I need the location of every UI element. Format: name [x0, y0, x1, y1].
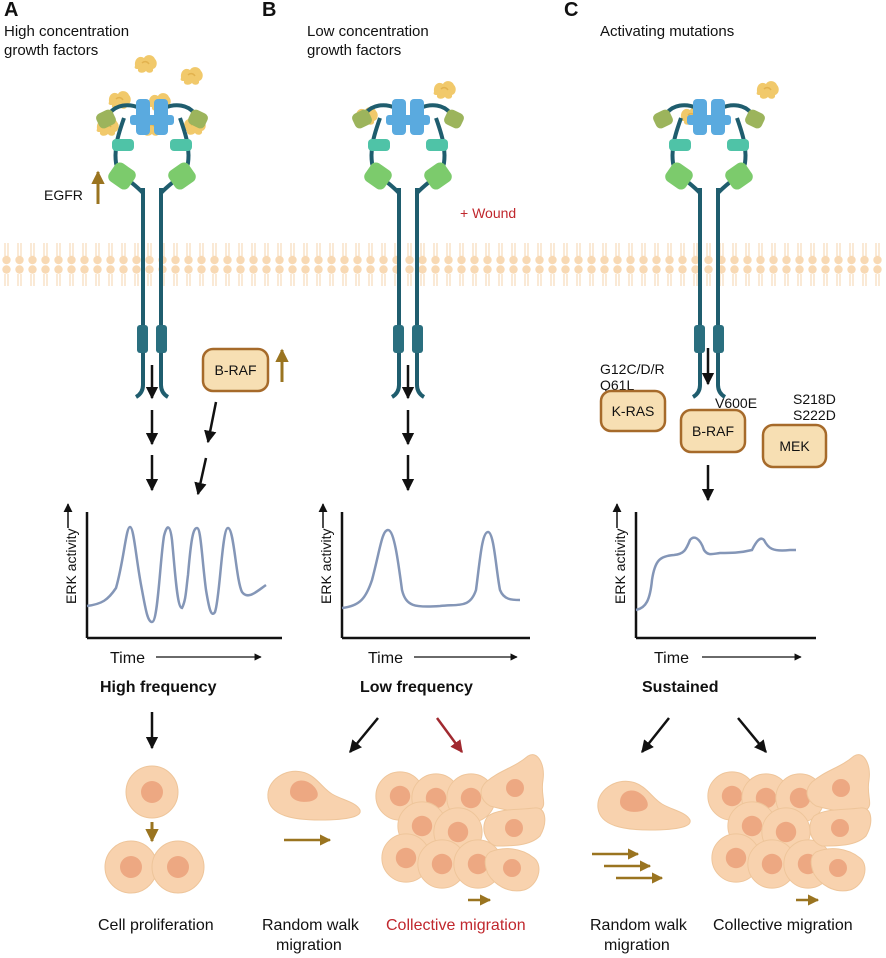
panel-c-letter: C	[564, 0, 578, 21]
outcome-c-left-line1: Random walk	[590, 917, 688, 934]
erk-signal-low-frequency	[341, 528, 521, 610]
kras-mutation-line2: Q61L	[600, 377, 634, 393]
time-label-c: Time	[654, 650, 689, 667]
cascade-arrows-a	[145, 365, 218, 496]
sustained-label: Sustained	[642, 679, 718, 696]
time-label-a: Time	[110, 650, 145, 667]
mek-mutation-line1: S218D	[793, 391, 836, 407]
outcome-a: Cell proliferation	[98, 917, 214, 934]
proliferating-cells	[104, 765, 205, 894]
time-label-b: Time	[368, 650, 403, 667]
braf-box-a: B-RAF	[201, 347, 270, 393]
outcome-arrow-b-right	[435, 717, 464, 754]
braf-mutation: V600E	[715, 395, 757, 411]
erk-signal-high-frequency	[86, 525, 267, 624]
panel-a-letter: A	[4, 0, 18, 21]
cell-membrane	[0, 237, 886, 291]
svg-text:B-RAF: B-RAF	[215, 362, 257, 378]
random-walk-cell-b	[267, 770, 361, 846]
erk-plot-b: ERK activity Time Low frequency	[318, 503, 530, 696]
erk-y-label-c: ERK activity	[612, 529, 628, 604]
outcome-arrow-b-left	[349, 717, 379, 753]
mek-mutation-line2: S222D	[793, 407, 836, 423]
outcome-b-left-line1: Random walk	[262, 917, 360, 934]
panel-c: C Activating mutations G12C/D/R Q61L K-R…	[564, 0, 872, 954]
erk-plot-a: ERK activity Time High frequency	[63, 503, 282, 696]
svg-text:B-RAF: B-RAF	[692, 423, 734, 439]
outcome-c-left-line2: migration	[604, 937, 670, 954]
erk-plot-c: ERK activity Time Sustained	[612, 503, 816, 696]
mek-box: MEK	[761, 423, 828, 469]
outcome-arrow-c-left	[641, 717, 670, 753]
braf-box-c: B-RAF	[679, 408, 747, 454]
panel-a-heading-line2: growth factors	[4, 42, 98, 59]
outcome-b-right: Collective migration	[386, 917, 526, 934]
random-walk-cell-c	[592, 780, 691, 884]
wound-label: + Wound	[460, 205, 516, 221]
high-frequency-label: High frequency	[100, 679, 217, 696]
collective-cells-c	[707, 754, 872, 906]
outcome-arrow-c-right	[737, 717, 767, 753]
panel-a: A High concentration growth factors EGFR…	[4, 0, 289, 934]
panel-b: B Low concentration growth factors + Wou…	[262, 0, 546, 954]
egfr-label: EGFR	[44, 187, 83, 203]
panel-c-heading: Activating mutations	[600, 23, 734, 40]
kras-box: K-RAS	[599, 389, 667, 433]
panel-b-heading-line2: growth factors	[307, 42, 401, 59]
erk-y-label-a: ERK activity	[63, 529, 79, 604]
svg-text:K-RAS: K-RAS	[612, 403, 655, 419]
panel-b-heading-line1: Low concentration	[307, 23, 429, 40]
kras-mutation-line1: G12C/D/R	[600, 361, 665, 377]
collective-cells-b	[375, 754, 546, 906]
low-frequency-label: Low frequency	[360, 679, 473, 696]
outcome-b-left-line2: migration	[276, 937, 342, 954]
erk-y-label-b: ERK activity	[318, 529, 334, 604]
erk-signal-sustained	[635, 536, 796, 612]
panel-a-heading-line1: High concentration	[4, 23, 129, 40]
svg-text:MEK: MEK	[779, 438, 810, 454]
outcome-c-right: Collective migration	[713, 917, 853, 934]
panel-b-letter: B	[262, 0, 276, 21]
